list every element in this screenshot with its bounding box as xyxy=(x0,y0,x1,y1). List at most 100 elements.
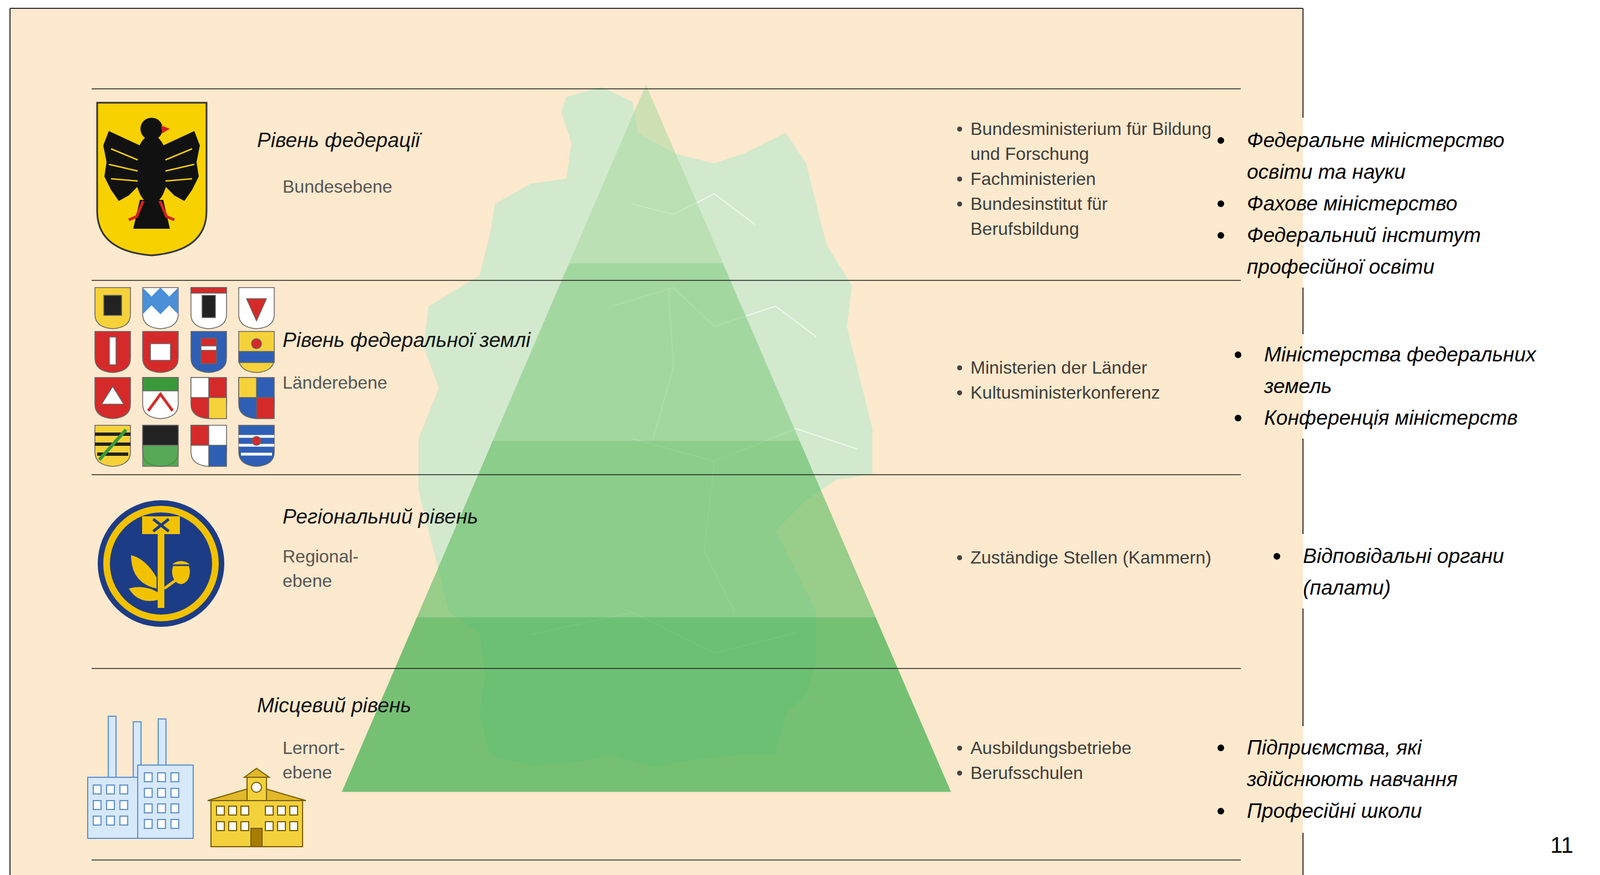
level-divider-lines-part xyxy=(91,859,1241,861)
state-coats-of-arms-part-part xyxy=(238,351,275,363)
beige-panel-part xyxy=(1302,438,1304,535)
state-coats-of-arms-part xyxy=(238,331,275,373)
beige-panel-part xyxy=(9,8,11,875)
level-divider-lines xyxy=(91,88,1241,860)
state-coats-of-arms-part xyxy=(142,287,179,329)
list-item: Kultusministerkonferenz xyxy=(957,380,1226,406)
translated-item: Відповідальні органи (палати) xyxy=(1302,540,1581,604)
pyramid-part xyxy=(569,84,723,264)
level-title: Рівень федеральної землі xyxy=(282,327,531,354)
factory-icon-part-part xyxy=(144,772,153,782)
level-band: Рівень федеральної земліLänderebeneMinis… xyxy=(0,280,1600,475)
bullet-dot xyxy=(1217,200,1225,208)
bullet-dot xyxy=(1234,351,1242,359)
body-item: Fachministerien xyxy=(970,166,1215,192)
federal-eagle-shield-part-part xyxy=(159,200,175,220)
bullet-dot xyxy=(1234,414,1242,422)
state-coats-of-arms-part-part xyxy=(150,343,171,361)
translation-list: Міністерства федеральних земельКонференц… xyxy=(1234,338,1592,434)
list-item: Bundesinstitut für Berufsbildung xyxy=(957,191,1215,242)
factory-icon-part-part xyxy=(144,788,153,798)
level-band: Регіональний рівеньRegional- ebeneZustän… xyxy=(0,474,1600,669)
bullet-dot xyxy=(957,176,963,182)
federal-eagle-shield-part-part xyxy=(111,148,138,160)
level-title: Регіональний рівень xyxy=(282,504,479,530)
school-icon-part-part xyxy=(277,806,286,815)
federal-eagle-shield-part xyxy=(108,148,195,181)
list-item: Bundesministerium für Bildung und Forsch… xyxy=(957,116,1215,167)
beige-panel-part xyxy=(1302,8,1304,118)
translated-item: Федеральний інститут професійної освіти xyxy=(1246,219,1569,283)
federal-eagle-shield-part-part xyxy=(165,164,195,171)
level-subtitle: Bundesebene xyxy=(282,174,405,199)
level-divider-lines-part xyxy=(91,88,1241,90)
beige-panel-part xyxy=(9,7,1303,9)
state-coats-of-arms-part-part xyxy=(190,287,227,294)
factory-icon-part-part xyxy=(170,803,179,813)
factory-icon-part-part xyxy=(119,816,128,825)
state-coats-of-arms-part-part xyxy=(142,287,179,315)
translation-list: Федеральне міністерство освіти та наукиФ… xyxy=(1217,124,1569,283)
school-icon-part-part xyxy=(265,821,274,831)
list-item: Підприємства, які здійснюють навчання xyxy=(1217,731,1508,796)
bullet-dot xyxy=(957,365,963,371)
chamber-emblem-part xyxy=(128,586,159,601)
factory-icon-part-part xyxy=(93,800,102,810)
federal-eagle-shield-part xyxy=(160,125,170,134)
beige-panel-part xyxy=(9,8,1303,875)
chamber-emblem-part-part xyxy=(153,519,169,532)
list-item: Федеральний інститут професійної освіти xyxy=(1217,219,1569,283)
state-coats-of-arms-part xyxy=(190,287,227,329)
state-coats-of-arms-part-part xyxy=(238,377,257,398)
federal-eagle-shield-part-part xyxy=(128,200,144,220)
factory-icon-part xyxy=(158,718,166,783)
state-coats-of-arms-part xyxy=(238,287,275,329)
state-coats-of-arms-part xyxy=(190,377,227,419)
pyramid-part xyxy=(492,263,800,441)
state-coats-of-arms-part xyxy=(190,425,227,467)
state-coats-of-arms-part xyxy=(238,377,275,419)
state-coats-of-arms-part-part xyxy=(208,445,227,467)
state-coats-of-arms-part-part xyxy=(142,425,179,467)
bullet-dot xyxy=(1217,744,1225,752)
state-coats-of-arms-part-part xyxy=(200,338,217,364)
state-coats-of-arms xyxy=(94,287,275,467)
state-coats-of-arms-part-part xyxy=(190,425,209,446)
school-icon-part-part xyxy=(265,806,274,815)
pyramid xyxy=(341,84,952,793)
school-icon-part xyxy=(216,806,298,831)
bullet-dot xyxy=(957,201,963,207)
school-icon-part-part xyxy=(228,806,237,815)
bullet-dot xyxy=(1217,807,1225,815)
bullet-list: Zuständige Stellen (Kammern) xyxy=(957,545,1282,571)
translated-item: Фахове міністерство xyxy=(1246,187,1569,220)
translated-item: Професійні школи xyxy=(1246,795,1508,827)
school-icon-part-part xyxy=(289,821,298,831)
federal-eagle-shield-part xyxy=(134,134,169,204)
factory-icon-part xyxy=(87,777,139,839)
body-item: Kultusministerkonferenz xyxy=(970,380,1226,406)
bullet-dot xyxy=(1273,552,1281,560)
bullet-dot xyxy=(957,770,963,776)
bullet-dot xyxy=(957,745,963,751)
level-title: Місцевий рівень xyxy=(257,692,412,719)
state-coats-of-arms-part-part xyxy=(246,298,267,321)
factory-icon-part xyxy=(108,716,117,783)
school-icon-part-part xyxy=(240,821,249,831)
state-coats-of-arms-part-part xyxy=(142,377,179,419)
bullet-dot xyxy=(1217,137,1225,144)
list-item: Ministerien der Länder xyxy=(957,355,1226,381)
factory-icon-part-part xyxy=(157,788,166,798)
state-coats-of-arms-part-part xyxy=(238,331,275,373)
factory-icon-part-part xyxy=(106,785,115,794)
state-coats-of-arms-part-part xyxy=(256,397,275,419)
state-coats-of-arms-part xyxy=(142,425,179,467)
level-divider-lines-part xyxy=(91,474,1241,476)
federal-eagle-shield-part-part xyxy=(111,178,138,181)
school-icon-part-part xyxy=(216,821,225,831)
federal-eagle-shield-part xyxy=(97,102,207,256)
translation-list: Відповідальні органи (палати) xyxy=(1273,540,1581,604)
body-item: Zuständige Stellen (Kammern) xyxy=(970,545,1282,571)
